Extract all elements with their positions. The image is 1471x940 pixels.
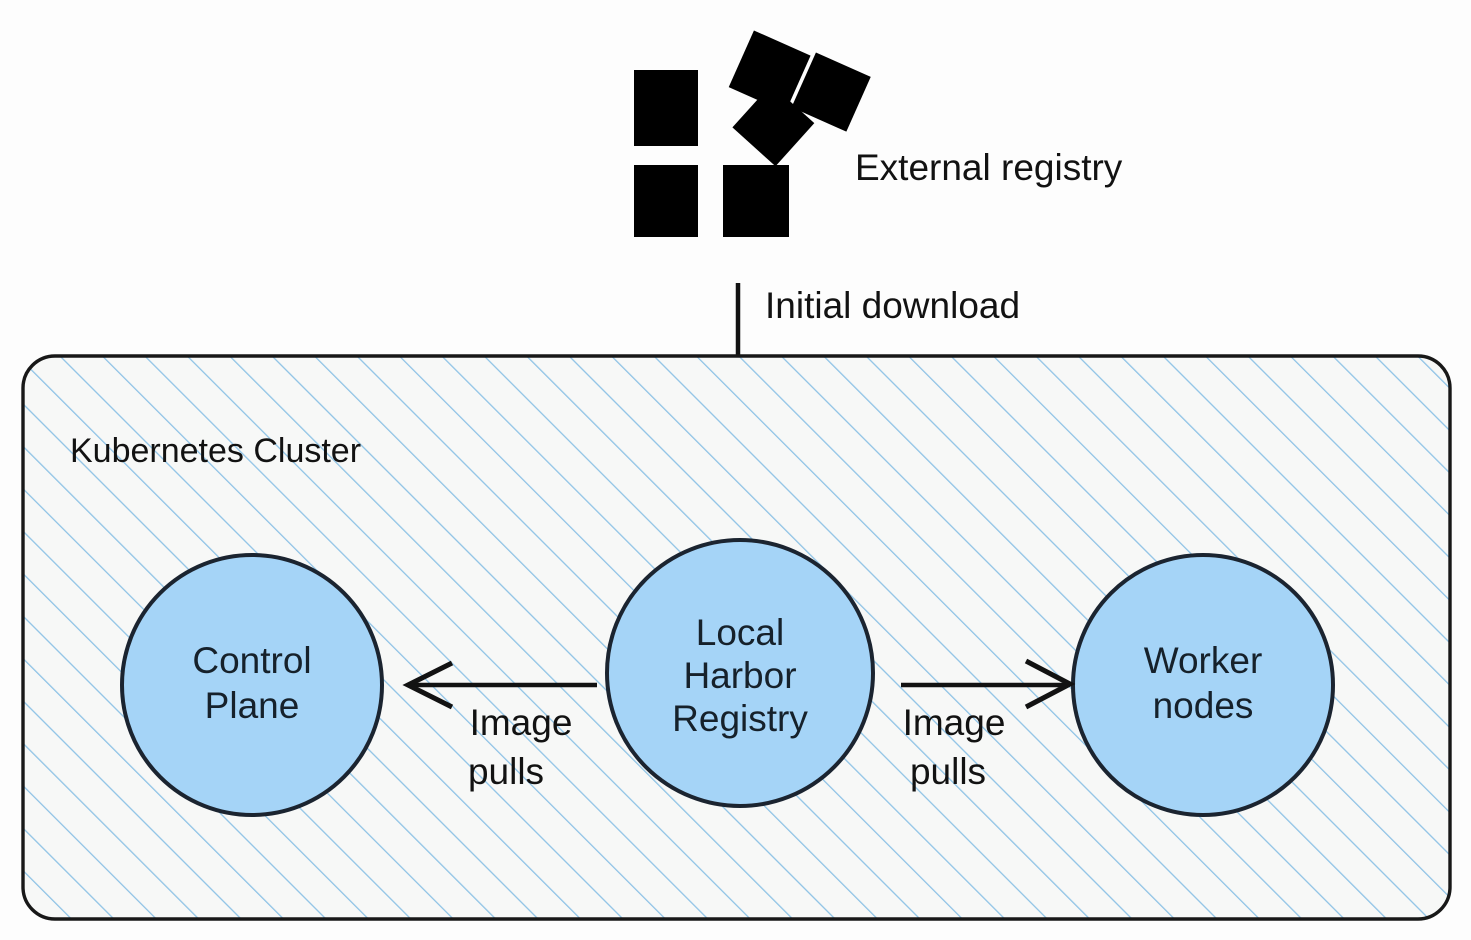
node-local-harbor-registry-label-line1: Local bbox=[696, 612, 784, 653]
node-local-harbor-registry-label-line3: Registry bbox=[672, 698, 808, 739]
node-control-plane-label-line1: Control bbox=[192, 640, 311, 681]
node-local-harbor-registry-label-line2: Harbor bbox=[683, 655, 796, 696]
node-control-plane-label-line2: Plane bbox=[205, 685, 300, 726]
kubernetes-cluster-label: Kubernetes Cluster bbox=[70, 432, 361, 470]
node-worker-nodes-label-line1: Worker bbox=[1144, 640, 1263, 681]
edge-label-initial-download: Initial download bbox=[765, 285, 1020, 326]
edge-harbor-to-worker-nodes bbox=[901, 658, 1076, 710]
external-registry-icon bbox=[634, 30, 871, 237]
edge-harbor-to-control-plane bbox=[402, 660, 597, 710]
edge-label-harbor-to-control-plane-line2: pulls bbox=[468, 751, 544, 792]
node-control-plane[interactable]: Control Plane bbox=[120, 553, 384, 817]
edge-label-harbor-to-worker-nodes-line1: Image bbox=[903, 702, 1006, 743]
edge-label-harbor-to-control-plane-line1: Image bbox=[470, 702, 573, 743]
node-worker-nodes-label-line2: nodes bbox=[1153, 685, 1254, 726]
node-local-harbor-registry[interactable]: Local Harbor Registry bbox=[605, 538, 875, 808]
edge-label-harbor-to-worker-nodes-line2: pulls bbox=[910, 751, 986, 792]
external-registry-label: External registry bbox=[855, 147, 1123, 188]
node-worker-nodes[interactable]: Worker nodes bbox=[1071, 553, 1335, 817]
